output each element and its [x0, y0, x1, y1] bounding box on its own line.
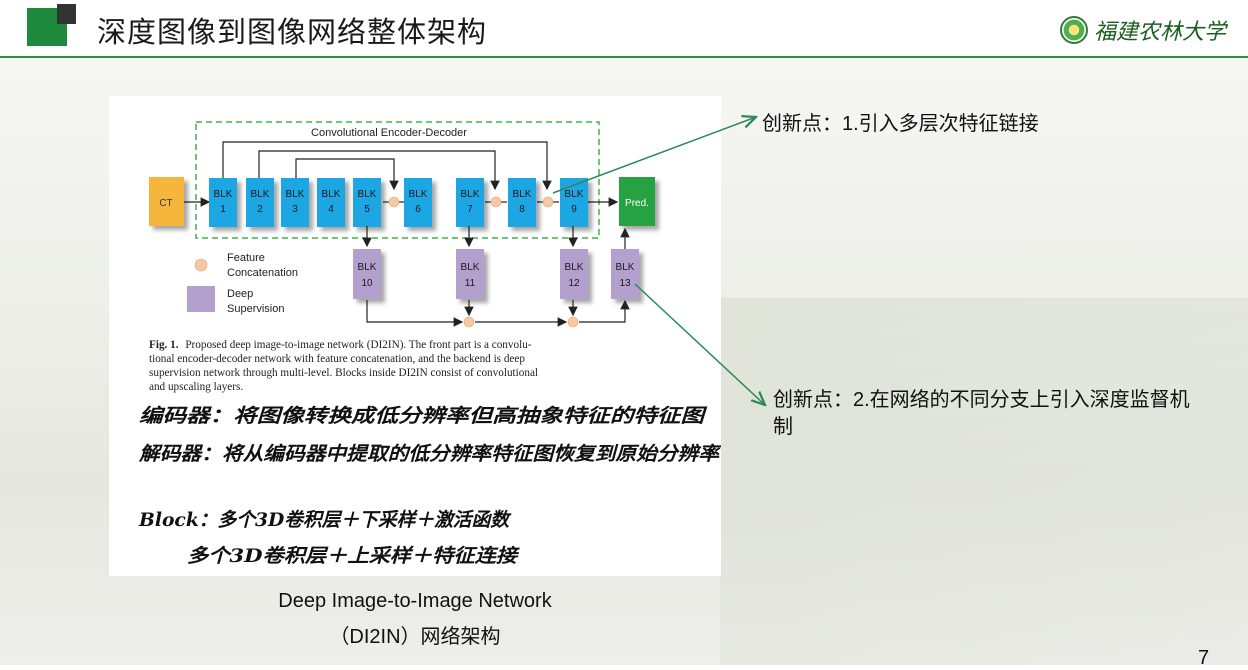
blk-4-box [317, 178, 345, 227]
blk-prefix-label: BLK [286, 189, 305, 200]
handwritten-note-block-up: 多个3D卷积层＋上采样＋特征连接 [187, 545, 520, 567]
blk-3: BLK 3 [281, 178, 309, 227]
blk-number-label: 10 [361, 278, 373, 289]
university-name: 福建农林大学 [1094, 20, 1227, 45]
ct-input-block [149, 177, 184, 226]
di2in-diagram: Convolutional Encoder-Decoder CT Pred. B… [138, 121, 722, 567]
blk-number-label: 2 [257, 204, 263, 215]
blk-9-box [560, 178, 588, 227]
blk-4: BLK 4 [317, 178, 345, 227]
handwritten-note-block-down: Block：多个3D卷积层＋下采样＋激活函数 [138, 509, 512, 531]
blk-prefix-label: BLK [513, 189, 532, 200]
merge-line [579, 299, 630, 323]
svg-text:Fig. 1. Proposed deep: Fig. 1. Proposed deep image-to-image net… [149, 339, 532, 351]
blk-number-label: 4 [328, 204, 334, 215]
blk-prefix-label: BLK [461, 262, 480, 273]
encoder-decoder-label: Convolutional Encoder-Decoder [311, 127, 467, 139]
legend-concat-icon [194, 258, 208, 272]
blk-3-box [281, 178, 309, 227]
blk-5: BLK 5 [353, 178, 381, 227]
supervision-blocks-group: BLK 10 BLK 11 BLK 12 BLK 13 [353, 249, 639, 299]
blk-12: BLK 12 [560, 249, 588, 299]
legend-deep-line2: Supervision [227, 303, 284, 315]
innovation-point-1: 创新点：1.引入多层次特征链接 [762, 113, 1039, 135]
figure-caption: Fig. 1. Proposed deep image-to-image net… [149, 339, 538, 393]
network-caption-line2: （DI2IN）网络架构 [329, 626, 501, 648]
blk-7: BLK 7 [456, 178, 484, 227]
blk-9: BLK 9 [560, 178, 588, 227]
blk-13: BLK 13 [611, 249, 639, 299]
skip-connection [295, 158, 399, 191]
handwritten-note-decoder: 解码器：将从编码器中提取的低分辨率特征图恢复到原始分辨率 [138, 443, 721, 465]
blk-number-label: 3 [292, 204, 298, 215]
network-caption-line1: Deep Image-to-Image Network [278, 590, 552, 612]
blk-7-box [456, 178, 484, 227]
university-logo: 福建农林大学 [1060, 14, 1226, 46]
blk-8-box [508, 178, 536, 227]
legend-deep-line1: Deep [227, 288, 253, 300]
blk-11-box [456, 249, 484, 299]
blk-12-box [560, 249, 588, 299]
blk-prefix-label: BLK [251, 189, 270, 200]
skip-connection [258, 150, 500, 191]
blk-prefix-label: BLK [616, 262, 635, 273]
skip-connection [222, 141, 552, 191]
concat-node [567, 316, 579, 328]
blk-prefix-label: BLK [358, 189, 377, 200]
handwritten-note-encoder: 编码器：将图像转换成低分辨率但高抽象特征的特征图 [139, 405, 708, 427]
blk-5-box [353, 178, 381, 227]
blk-number-label: 8 [519, 204, 525, 215]
concat-node [490, 196, 502, 208]
prediction-label: Pred. [625, 198, 649, 209]
merge-line [366, 300, 464, 327]
legend-supervision-icon [187, 286, 215, 312]
fig-caption-line: and upscaling layers. [149, 381, 243, 393]
blk-11: BLK 11 [456, 249, 484, 299]
legend-concat-line2: Concatenation [227, 267, 298, 279]
main-blocks-group: BLK 1 BLK 2 BLK 3 BLK 4 BLK 5 BLK 6 BLK 7 BLK 8 BLK 9 [209, 178, 588, 227]
fig-caption-line: Proposed deep image-to-image network (DI… [185, 339, 531, 351]
blk-number-label: 11 [465, 278, 476, 289]
legend-concat-line1: Feature [227, 252, 265, 264]
blk-6-box [404, 178, 432, 227]
blk-1-box [209, 178, 237, 227]
fig-caption-label: Fig. 1. [149, 339, 179, 351]
blk-prefix-label: BLK [461, 189, 480, 200]
blk-number-label: 6 [415, 204, 421, 215]
blk-8: BLK 8 [508, 178, 536, 227]
blk-10-box [353, 249, 381, 299]
blk-prefix-label: BLK [409, 189, 428, 200]
fig-caption-line: supervision network through multi-level.… [149, 367, 538, 379]
blk-number-label: 12 [568, 278, 580, 289]
blk-number-label: 5 [364, 204, 370, 215]
blk-prefix-label: BLK [214, 189, 233, 200]
blk-1: BLK 1 [209, 178, 237, 227]
blk-prefix-label: BLK [565, 189, 584, 200]
di2in-figure: Convolutional Encoder-Decoder CT Pred. B… [109, 96, 722, 576]
blk-number-label: 7 [467, 204, 473, 215]
concat-node [388, 196, 400, 208]
page-number: 7 [1198, 647, 1210, 669]
fig-caption-line: tional encoder-decoder network with feat… [149, 353, 525, 365]
blk-2: BLK 2 [246, 178, 274, 227]
blk-10: BLK 10 [353, 249, 381, 299]
blk-number-label: 13 [619, 278, 631, 289]
blk-number-label: 1 [220, 204, 226, 215]
blk-2-box [246, 178, 274, 227]
blk-prefix-label: BLK [358, 262, 377, 273]
title-underline [0, 56, 1248, 58]
blk-13-box [611, 249, 639, 299]
blk-number-label: 9 [571, 204, 577, 215]
slide-title: 深度图像到图像网络整体架构 [97, 15, 488, 49]
blk-prefix-label: BLK [322, 189, 341, 200]
concat-node [542, 196, 554, 208]
ct-label: CT [159, 198, 172, 209]
blk-prefix-label: BLK [565, 262, 584, 273]
blk-6: BLK 6 [404, 178, 432, 227]
innovation-point-2: 创新点：2.在网络的不同分支上引入深度监督机制 [773, 389, 1190, 438]
concat-node [463, 316, 475, 328]
university-emblem-icon [1060, 16, 1088, 44]
title-dark-square [57, 4, 76, 24]
